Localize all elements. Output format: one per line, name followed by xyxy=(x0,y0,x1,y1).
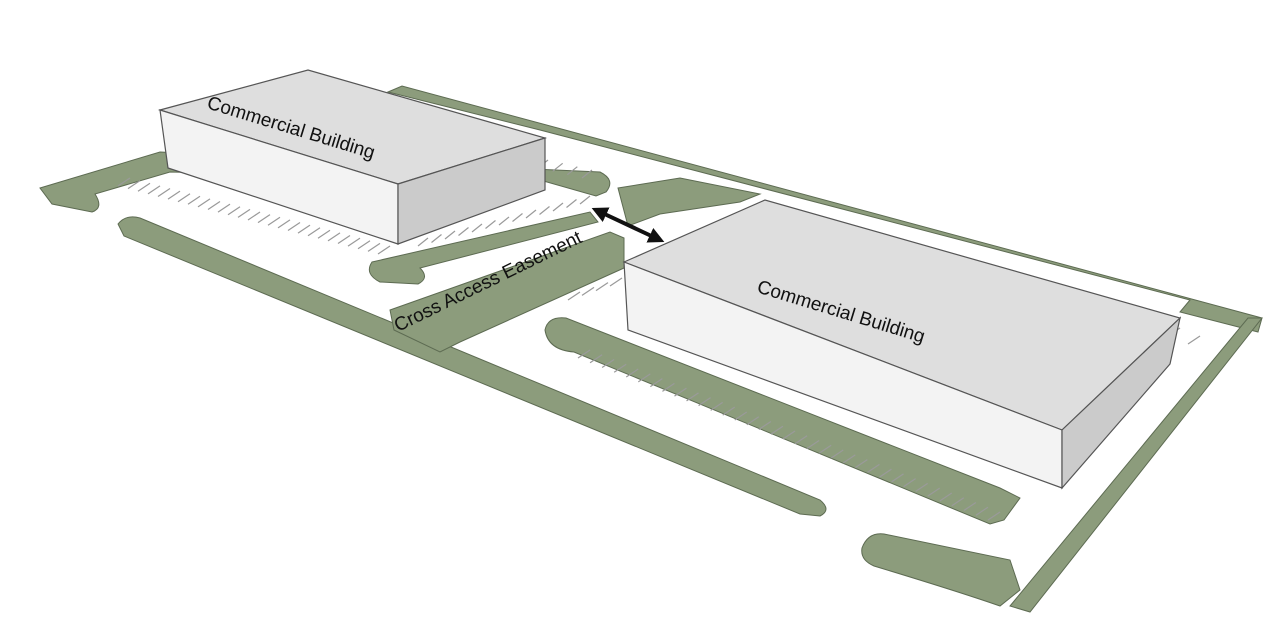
parking-stall-right-a xyxy=(698,397,711,407)
parking-stall-right-a xyxy=(770,425,784,435)
parking-stall-left-a xyxy=(197,198,211,208)
parking-stall-right-a xyxy=(734,411,748,421)
parking-stall-left-b xyxy=(471,223,483,233)
parking-stall-right-a xyxy=(867,463,880,473)
parking-stall-left-b xyxy=(417,237,429,247)
parking-stall-left-b xyxy=(579,195,591,205)
parking-stall-right-a xyxy=(939,492,953,502)
parking-stall-left-a xyxy=(127,180,141,190)
parking-stall-right-a xyxy=(891,473,904,483)
parking-stall-left-a xyxy=(217,203,231,213)
parking-stall-right-a xyxy=(975,506,989,516)
parking-stall-left-a xyxy=(227,206,241,216)
parking-stall-left-b xyxy=(498,216,510,226)
parking-stall-right-a xyxy=(650,378,663,388)
landscape-island-left-south xyxy=(368,211,599,285)
parking-stall-left-c xyxy=(581,169,593,179)
parking-stall-right-a xyxy=(577,349,591,359)
parking-stall-left-a xyxy=(147,185,161,195)
parking-stall-left-a xyxy=(297,224,311,234)
parking-stall-left-a xyxy=(367,242,381,252)
parking-stall-left-c xyxy=(552,162,564,172)
parking-stall-left-a xyxy=(287,221,301,231)
parking-stall-left-a xyxy=(327,232,341,242)
parking-stall-left-a xyxy=(137,182,151,192)
parking-stall-left-a xyxy=(277,219,291,229)
parking-stall-left-a xyxy=(317,229,331,239)
parking-stall-left-b xyxy=(539,206,550,215)
parking-stall-right-c xyxy=(1187,335,1201,345)
parking-stall-left-a xyxy=(347,237,361,247)
parking-stall-left-a xyxy=(177,193,191,203)
parking-stall-right-b xyxy=(595,282,609,292)
parking-stall-right-a xyxy=(927,487,941,497)
commercial-building-right: Commercial Building xyxy=(622,199,1182,490)
commercial-building-left: Commercial Building xyxy=(157,69,548,245)
parking-stall-right-a xyxy=(613,363,627,373)
parking-stall-left-b xyxy=(552,202,564,212)
parking-stall-right-a xyxy=(794,435,808,445)
parking-stall-left-b xyxy=(566,199,577,208)
parking-stall-right-a xyxy=(879,468,892,478)
parking-stall-right-a xyxy=(818,444,832,454)
building-left-side xyxy=(397,137,546,245)
parking-stall-right-a xyxy=(589,354,603,364)
parking-stall-left-b xyxy=(431,234,442,243)
parking-stall-left-b xyxy=(444,230,456,240)
parking-stall-right-a xyxy=(746,416,760,426)
parking-stall-left-a xyxy=(157,187,171,197)
parking-stall-right-a xyxy=(601,359,615,369)
parking-stall-left-a xyxy=(377,245,391,255)
landscape-island-right xyxy=(544,317,1021,525)
parking-stall-left-b xyxy=(512,213,523,222)
parking-stall-right-b xyxy=(567,291,581,301)
parking-stall-right-a xyxy=(951,497,965,507)
parking-stall-left-a xyxy=(167,190,181,200)
parking-stall-left-a xyxy=(337,235,351,245)
parking-stall-left-a xyxy=(187,195,201,205)
parking-stall-left-b xyxy=(485,220,496,229)
parking-stall-right-a xyxy=(963,501,977,511)
parking-stall-right-a xyxy=(722,406,736,416)
parking-stall-right-a xyxy=(842,454,856,464)
parking-stall-right-a xyxy=(637,373,651,383)
parking-stall-right-b xyxy=(609,277,623,287)
parking-stalls xyxy=(117,159,1201,521)
landscape-strip-drive xyxy=(117,216,827,517)
parking-stall-right-a xyxy=(915,482,928,492)
parking-stall-right-a xyxy=(903,478,916,488)
parking-stall-right-a xyxy=(806,440,820,450)
landscape-strip-east xyxy=(1009,317,1264,613)
cross-access-arrow xyxy=(591,207,665,243)
parking-stall-right-a xyxy=(625,368,639,378)
parking-stall-left-a xyxy=(267,216,281,226)
parking-stall-right-a xyxy=(662,382,675,392)
landscape-strip-north xyxy=(386,85,1263,333)
parking-stall-right-a xyxy=(782,430,796,440)
parking-stall-left-b xyxy=(525,209,537,219)
parking-stall-right-a xyxy=(987,511,1001,521)
landscape-island-bottom xyxy=(861,533,1021,607)
parking-stall-right-a xyxy=(686,392,699,402)
parking-stall-left-a xyxy=(247,211,261,221)
parking-stall-right-a xyxy=(830,449,844,459)
parking-stall-left-a xyxy=(257,214,271,224)
building-right-side xyxy=(1061,316,1182,490)
parking-stall-right-a xyxy=(710,401,723,411)
parking-stall-left-a xyxy=(117,177,131,187)
parking-stall-left-b xyxy=(458,227,469,236)
parking-stall-left-a xyxy=(307,227,321,237)
parking-stall-right-b xyxy=(581,286,595,296)
parking-stall-right-a xyxy=(674,387,687,397)
parking-stall-left-a xyxy=(207,201,221,211)
parking-stall-right-a xyxy=(855,459,868,469)
parking-stall-left-c xyxy=(566,166,578,176)
parking-stall-right-a xyxy=(758,420,772,430)
parking-stall-left-a xyxy=(357,240,371,250)
parking-stall-left-a xyxy=(237,208,251,218)
